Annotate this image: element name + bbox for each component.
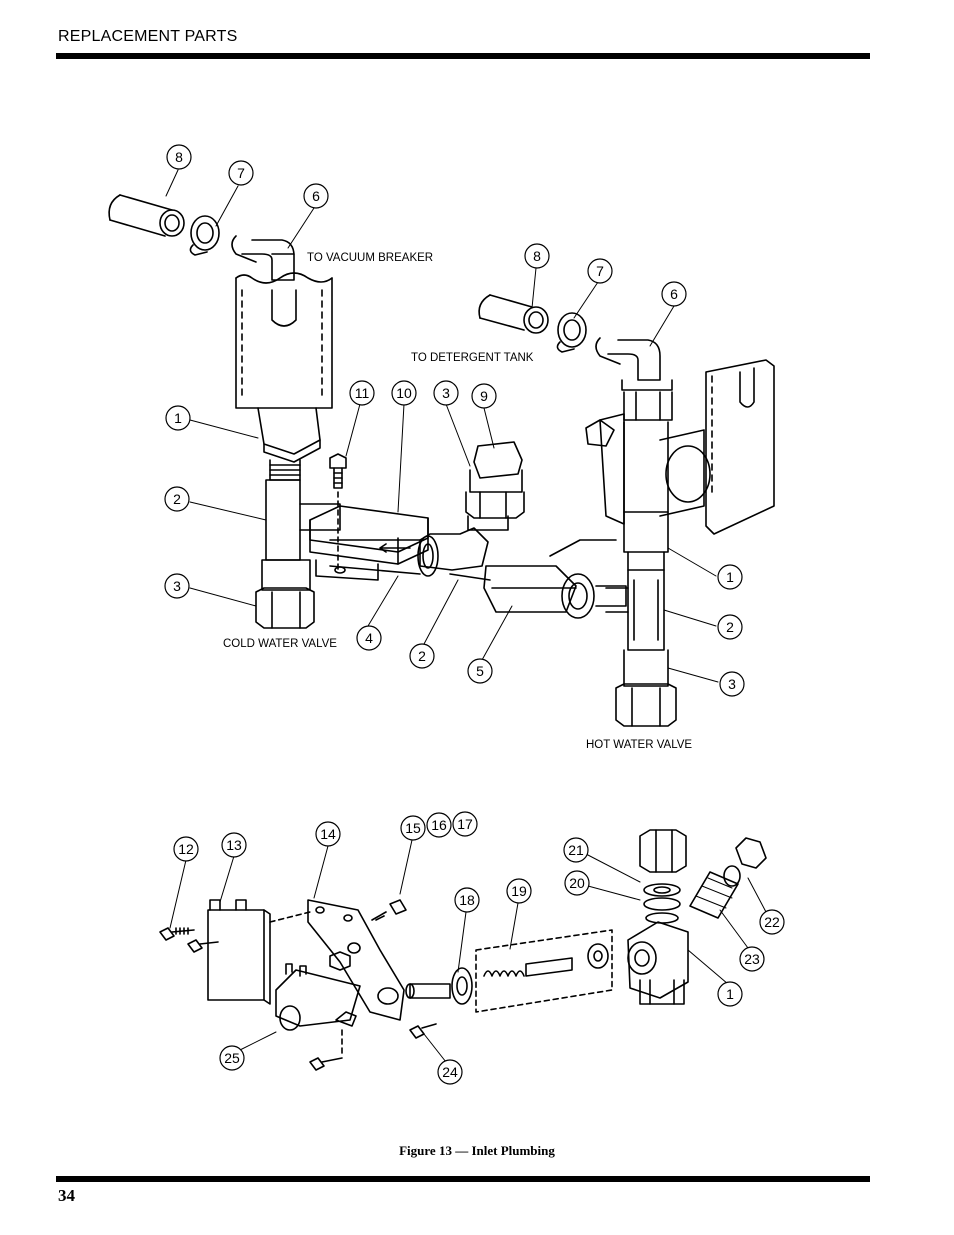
callout-bubble [164, 573, 190, 599]
callout-bubble [587, 258, 613, 284]
callout-bubble [717, 614, 743, 640]
callout-bubble [717, 981, 743, 1007]
callout-number: 23 [744, 951, 760, 967]
callout-bubble [719, 671, 745, 697]
callout-number: 4 [365, 630, 373, 646]
callout-number: 24 [442, 1064, 458, 1080]
callout-bubble [563, 837, 589, 863]
callout-number: 2 [726, 619, 734, 635]
callout-number: 15 [405, 820, 421, 836]
label-hot-water-valve: HOT WATER VALVE [586, 739, 692, 751]
callout-bubble [303, 183, 329, 209]
callout-number: 19 [511, 883, 527, 899]
callout-bubble [717, 564, 743, 590]
callout-bubble [437, 1059, 463, 1085]
callout-number: 25 [224, 1050, 240, 1066]
callout-bubble [356, 625, 382, 651]
page-number: 34 [58, 1186, 75, 1205]
callout-number: 14 [320, 826, 336, 842]
callout-number: 2 [173, 491, 181, 507]
callout-bubble [759, 909, 785, 935]
callout-number: 21 [568, 842, 584, 858]
label-detergent-tank: TO DETERGENT TANK [411, 352, 534, 364]
callout-bubble [164, 486, 190, 512]
callout-number: 6 [670, 286, 678, 302]
callout-number: 7 [596, 263, 604, 279]
callout-bubble [219, 1045, 245, 1071]
callout-number: 18 [459, 892, 475, 908]
callout-bubble [165, 405, 191, 431]
callout-number: 16 [431, 817, 447, 833]
callout-bubble [221, 832, 247, 858]
callout-number: 22 [764, 914, 780, 930]
cold-side-assembly [108, 194, 341, 629]
callout-bubble [315, 821, 341, 847]
callout-number: 13 [226, 837, 242, 853]
figure-caption: Figure 13 — Inlet Plumbing [399, 1143, 555, 1158]
callout-number: 10 [396, 385, 412, 401]
footer-rule [56, 1176, 870, 1182]
callout-bubble [228, 160, 254, 186]
callout-bubble [426, 812, 452, 838]
callout-number: 1 [726, 569, 734, 585]
callout-bubble [409, 643, 435, 669]
center-manifold [309, 441, 627, 619]
callout-bubble [454, 887, 480, 913]
callout-bubble [467, 658, 493, 684]
callout-number: 6 [312, 188, 320, 204]
callout-number: 11 [355, 385, 370, 401]
callout-number: 17 [457, 816, 473, 832]
label-cold-water-valve: COLD WATER VALVE [223, 638, 337, 650]
callout-bubble [173, 836, 199, 862]
callout-number: 9 [480, 388, 488, 404]
callout-bubble [739, 946, 765, 972]
callout-bubble [166, 144, 192, 170]
callout-bubble [564, 870, 590, 896]
hot-side-assembly [478, 294, 775, 727]
callout-bubble [524, 243, 550, 269]
callout-bubble [471, 383, 497, 409]
callout-number: 3 [728, 676, 736, 692]
callout-number: 5 [476, 663, 484, 679]
section-title: REPLACEMENT PARTS [58, 28, 238, 45]
callout-number: 8 [175, 149, 183, 165]
callout-bubble [391, 380, 417, 406]
callout-bubble [400, 815, 426, 841]
callout-bubble [452, 811, 478, 837]
callout-number: 1 [726, 986, 734, 1002]
header-rule [56, 53, 870, 59]
callout-number: 1 [174, 410, 182, 426]
callout-number: 3 [173, 578, 181, 594]
callout-bubble [661, 281, 687, 307]
callout-number: 3 [442, 385, 450, 401]
callout-number: 12 [178, 841, 194, 857]
callout-bubble [349, 380, 375, 406]
callout-number: 8 [533, 248, 541, 264]
label-vacuum-breaker: TO VACUUM BREAKER [307, 252, 433, 264]
callout-number: 20 [569, 875, 585, 891]
valve-exploded-assembly [159, 829, 767, 1071]
callout-bubble [433, 380, 459, 406]
callout-number: 2 [418, 648, 426, 664]
callout-bubble [506, 878, 532, 904]
callout-number: 7 [237, 165, 245, 181]
